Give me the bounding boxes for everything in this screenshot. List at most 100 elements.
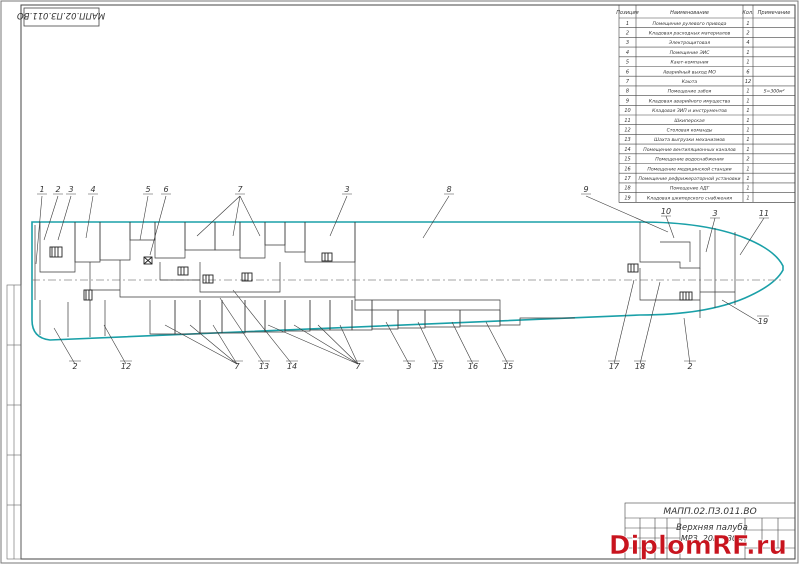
callout-number: 4 xyxy=(90,185,95,194)
callout-number: 18 xyxy=(635,362,645,371)
title-block-title-line1: Верхняя палуба xyxy=(676,523,748,533)
hull-outline xyxy=(31,221,784,341)
callout-number: 2 xyxy=(687,362,692,371)
callout-number: 15 xyxy=(433,362,443,371)
table-cell-pos: 14 xyxy=(624,147,630,153)
table-cell-pos: 5 xyxy=(626,60,629,66)
table-cell-name: Помещение рулевого привода xyxy=(653,21,727,27)
table-cell-pos: 9 xyxy=(626,98,629,104)
table-cell-pos: 17 xyxy=(624,176,631,182)
title-block-code: МАПП.02.ПЗ.011.ВО xyxy=(663,507,756,517)
table-cell-note: S=300м² xyxy=(764,89,785,95)
table-cell-pos: 8 xyxy=(626,89,629,95)
table-cell-qty: 1 xyxy=(746,108,749,114)
table-cell-name: Кладовая расходных материалов xyxy=(649,31,731,37)
table-cell-pos: 12 xyxy=(624,128,630,134)
table-cell-name: Электрощитовая xyxy=(668,40,710,46)
deck-layout-lines xyxy=(32,222,783,337)
table-cell-name: Помещение медицинской станции xyxy=(647,166,731,172)
callout-number: 7 xyxy=(237,185,243,194)
table-cell-qty: 1 xyxy=(746,60,749,66)
table-cell-pos: 3 xyxy=(626,40,629,46)
callout-number: 3 xyxy=(68,185,73,194)
table-cell-name: Кладовая шкиперского снабжения xyxy=(647,195,732,201)
left-binding-strip xyxy=(6,284,22,560)
table-cell-name: Каюта xyxy=(682,79,698,85)
table-cell-name: Помещение забоя xyxy=(668,89,712,95)
table-cell-name: Аварийный выход МО xyxy=(662,69,716,75)
table-cell-qty: 1 xyxy=(746,98,749,104)
table-cell-qty: 1 xyxy=(746,50,749,56)
table-cell-qty: 1 xyxy=(746,137,749,143)
table-cell-qty: 1 xyxy=(746,195,749,201)
table-header-qty: Кол. xyxy=(742,10,753,16)
callout-number: 10 xyxy=(661,207,671,216)
table-cell-pos: 2 xyxy=(626,31,629,37)
table-cell-qty: 2 xyxy=(746,157,749,163)
table-cell-pos: 19 xyxy=(624,195,630,201)
table-cell-pos: 4 xyxy=(626,50,629,56)
table-cell-qty: 2 xyxy=(746,31,749,37)
table-cell-pos: 11 xyxy=(624,118,630,124)
callout-number: 1 xyxy=(39,185,44,194)
callout-number: 3 xyxy=(712,209,717,218)
table-header-name: Наименование xyxy=(670,10,709,16)
callout-leaders xyxy=(35,195,765,365)
table-header-pos: Позиция xyxy=(616,10,638,16)
callout-number: 11 xyxy=(759,209,769,218)
table-cell-qty: 1 xyxy=(746,166,749,172)
callout-number: 13 xyxy=(259,362,269,371)
callout-number: 5 xyxy=(145,185,150,194)
table-cell-qty: 1 xyxy=(746,89,749,95)
table-cell-pos: 16 xyxy=(624,166,630,172)
table-cell-qty: 4 xyxy=(746,40,749,46)
table-cell-name: Помещение водоснабжения xyxy=(655,157,724,163)
table-cell-name: Кают-компания xyxy=(671,60,709,66)
callout-number: 6 xyxy=(163,185,168,194)
table-cell-pos: 7 xyxy=(626,79,630,85)
table-cell-name: Столовая команды xyxy=(667,128,713,134)
table-cell-qty: 1 xyxy=(746,128,749,134)
table-cell-qty: 1 xyxy=(746,176,749,182)
rotated-drawing-code: МАПП.02.ПЗ.011.ВО xyxy=(17,10,105,20)
table-cell-name: Помещение ЭИС xyxy=(670,50,711,56)
callout-number: 19 xyxy=(758,317,768,326)
table-cell-name: Кладовая аварийного имущества xyxy=(649,98,731,104)
table-cell-qty: 1 xyxy=(746,186,749,192)
callout-number: 17 xyxy=(609,362,620,371)
table-cell-pos: 6 xyxy=(626,69,629,75)
callout-number: 7 xyxy=(355,362,361,371)
title-block-title-line2: МРЗ. 20м - 30м xyxy=(681,534,743,543)
callout-number: 7 xyxy=(234,362,240,371)
table-cell-pos: 18 xyxy=(624,186,630,192)
table-cell-name: Шкиперская xyxy=(674,118,705,124)
table-cell-pos: 15 xyxy=(624,157,630,163)
callout-number: 14 xyxy=(287,362,297,371)
callout-number: 2 xyxy=(72,362,77,371)
rotated-code-box: МАПП.02.ПЗ.011.ВО xyxy=(17,7,105,27)
callout-number: 2 xyxy=(55,185,60,194)
table-cell-qty: 6 xyxy=(746,69,749,75)
table-cell-name: Помещение рефрижераторной установки xyxy=(639,176,741,182)
site-watermark: DiplomRF.ru xyxy=(609,531,787,561)
table-header-note: Примечание xyxy=(758,10,791,16)
table-cell-pos: 10 xyxy=(624,108,630,114)
callout-number: 8 xyxy=(446,185,451,194)
callout-number: 12 xyxy=(121,362,131,371)
table-cell-name: Шахта выгрузки механизмов xyxy=(654,137,725,143)
table-cell-qty: 1 xyxy=(746,118,749,124)
drawing-frame xyxy=(20,4,796,560)
callout-number: 16 xyxy=(468,362,478,371)
table-cell-name: Помещение вентиляционных каналов xyxy=(643,147,736,153)
callout-number: 9 xyxy=(583,185,588,194)
table-cell-qty: 12 xyxy=(745,79,751,85)
table-cell-name: Помещение АДГ xyxy=(670,186,710,192)
table-cell-pos: 13 xyxy=(624,137,630,143)
callout-number: 3 xyxy=(344,185,349,194)
stair-symbols xyxy=(49,246,693,301)
